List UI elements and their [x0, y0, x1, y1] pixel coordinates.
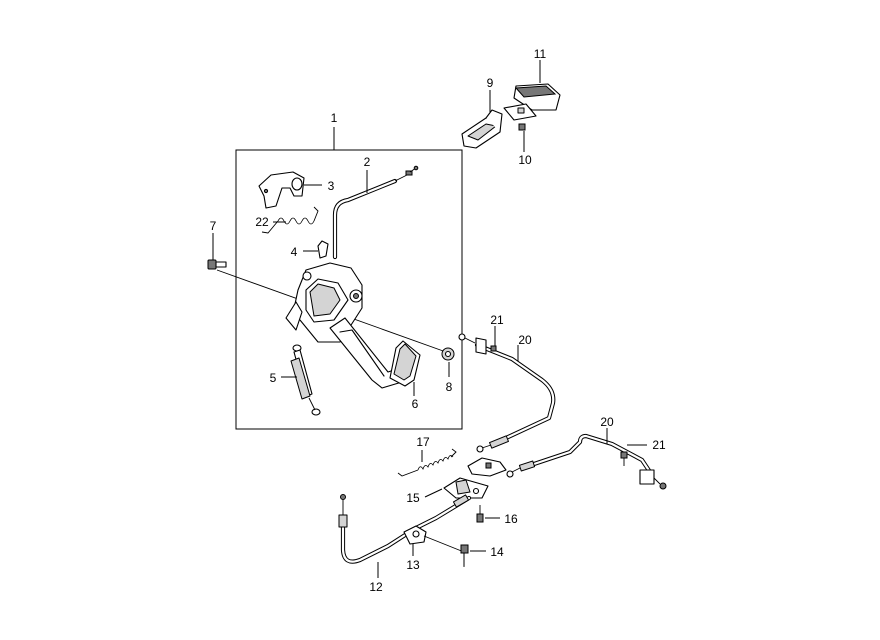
part-8-nut: [441, 347, 455, 361]
part-4-clip: [317, 240, 329, 259]
part-12-front-cable: [338, 494, 472, 564]
callout-12: 12: [369, 580, 383, 594]
callout-2: 2: [364, 155, 371, 169]
part-20-cable-upper: [458, 333, 556, 453]
pedal-assembly-frame: [235, 149, 463, 430]
callout-6: 6: [412, 397, 419, 411]
part-9-lever-bracket: [461, 109, 503, 149]
callout-9: 9: [487, 76, 494, 90]
part-15-equalizer: [443, 477, 489, 499]
callout-17: 17: [416, 435, 430, 449]
callout-5: 5: [270, 371, 277, 385]
callout-11: 11: [534, 47, 547, 61]
part-21-bracket-upper: [475, 337, 497, 355]
part-16-bolt: [476, 505, 484, 523]
callout-16: 16: [504, 512, 518, 526]
part-6-pedal-pad: [389, 340, 421, 387]
part-14-bolt: [460, 544, 469, 567]
callout-10: 10: [518, 153, 532, 167]
callout-20b: 20: [600, 415, 614, 429]
part-22-spring: [261, 206, 319, 234]
callout-15: 15: [406, 491, 420, 505]
callout-21a: 21: [490, 313, 504, 327]
part-10-screw: [518, 123, 526, 131]
callout-22: 22: [255, 215, 269, 229]
equalizer-bracket: [467, 457, 507, 477]
callout-7: 7: [210, 219, 217, 233]
part-7-bolt: [207, 259, 227, 270]
callout-1: 1: [331, 111, 338, 125]
callout-3: 3: [328, 179, 335, 193]
part-13-clamp: [403, 525, 427, 545]
pedal-body: [285, 262, 403, 389]
part-21-bolt-right: [620, 451, 628, 466]
callout-21b: 21: [652, 438, 666, 452]
leader-15: [424, 488, 443, 498]
part-20-cable-right: [506, 433, 667, 490]
part-2-release-cable: [332, 165, 419, 260]
clamp-to-bolt-line: [423, 535, 465, 566]
callout-4: 4: [291, 245, 298, 259]
part-3-bracket: [258, 171, 305, 209]
callout-14: 14: [490, 545, 504, 559]
part-5-damper: [290, 344, 321, 416]
callout-13: 13: [406, 558, 420, 572]
part-11-lever-grip: [503, 83, 561, 121]
part-17-spring: [397, 448, 457, 477]
callout-20a: 20: [518, 333, 532, 347]
callout-8: 8: [446, 380, 453, 394]
